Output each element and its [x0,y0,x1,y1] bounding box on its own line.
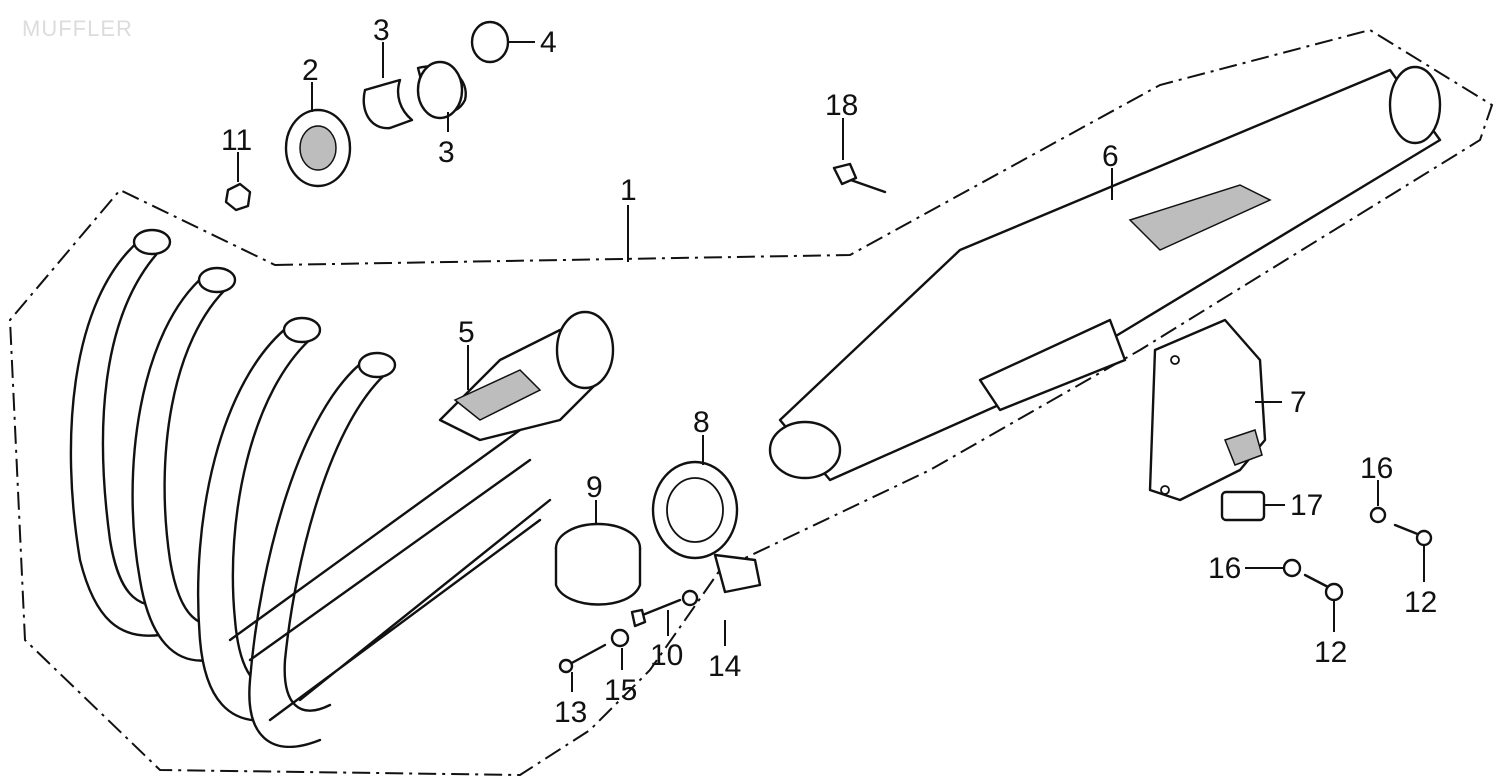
exhaust-joint-collar [284,108,352,188]
callout-12b: 12 [1314,636,1347,669]
callout-7: 7 [1290,386,1307,419]
callout-12a: 12 [1404,586,1437,619]
callout-3b: 3 [438,136,455,169]
muffler-bracket [1148,318,1267,502]
washer-15 [610,628,630,648]
exhaust-gasket [470,20,510,64]
nut-16a [1369,506,1387,524]
callout-18: 18 [825,89,858,122]
bolt-12a [1393,523,1433,547]
bolt-18 [832,162,887,194]
joint-nut [224,182,252,212]
washer-14 [681,589,699,607]
callout-6: 6 [1102,140,1119,173]
muffler [768,65,1442,482]
clamp-bolt-10 [630,598,682,628]
callout-16b: 16 [1208,552,1241,585]
callout-14: 14 [708,650,741,683]
callout-4: 4 [540,26,557,59]
exhaust-header-pipes [69,228,552,749]
collector-pipe [438,310,615,442]
callout-8: 8 [693,406,710,439]
callout-2: 2 [302,54,319,87]
callout-16a: 16 [1360,452,1393,485]
callout-9: 9 [586,471,603,504]
bolt-13 [558,643,607,674]
nut-16b [1282,558,1302,578]
callout-17: 17 [1290,489,1323,522]
diagram-title: MUFFLER [22,16,133,41]
callout-1: 1 [620,174,637,207]
bolt-12b [1303,573,1344,602]
callout-3a: 3 [373,14,390,47]
callout-10: 10 [650,639,683,672]
bracket-rubber [1220,490,1266,522]
callout-5: 5 [458,316,475,349]
muffler-sleeve [554,522,642,606]
joint-half-rings [362,60,467,130]
assembly-boundary [8,28,1494,777]
callout-11: 11 [221,124,252,157]
muffler-band [651,460,762,594]
callout-15: 15 [604,674,637,707]
callout-13: 13 [554,696,587,729]
